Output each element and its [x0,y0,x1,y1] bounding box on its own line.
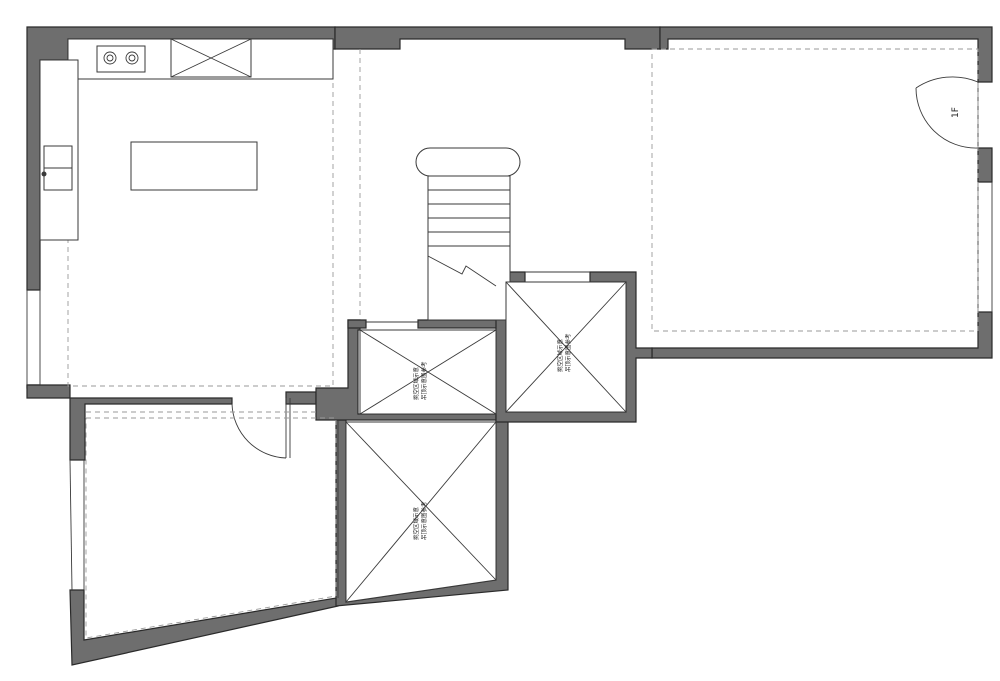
kitchen-outline [67,59,334,387]
void-right-cross-2 [505,281,627,413]
living-outline [651,48,979,332]
stove [96,45,146,73]
void-lower-note-2: 吊顶示意图参考 [420,501,428,540]
lower-left-outline [85,417,337,639]
kitchen-door-swing [231,403,287,459]
burner-2-icon [125,51,139,65]
floor-label: 1F [951,107,961,118]
window-lower-left [69,459,73,591]
void-lower-cross-2 [345,421,497,603]
void-mid-note-2: 吊顶示意图参考 [420,361,428,400]
wall-kitchen-bottom [26,384,233,461]
void-mid-note-1: 挑空区域示意 [412,366,420,400]
stair-run [427,175,511,321]
entrance-door-swing [915,76,979,89]
wall-mid-shaft-top [347,319,367,329]
void-right-note-1: 挑空区域示意 [556,338,564,372]
wall-top-right [659,26,993,83]
entrance-door-swing-2 [915,87,979,149]
fridge-cross-2 [170,38,252,78]
wall-right-lower [651,311,993,359]
void-right-note-2: 吊顶示意图参考 [564,333,572,372]
burner-2-inner-icon [128,54,136,62]
wall-kitchen-bottom-right [285,391,317,405]
wall-mid-shaft-top-right [417,319,499,329]
wall-top-middle [334,26,661,50]
stair-landing [415,147,521,177]
burner-1-inner-icon [106,54,114,62]
burner-1-icon [103,51,117,65]
void-lower-note-1: 挑空区域示意 [412,506,420,540]
kitchen-island [130,141,258,191]
void-lower-cross-1 [345,421,497,581]
wall-mid-shaft [315,319,497,421]
wall-lower-left-outer [69,589,339,666]
stair-break-line [427,255,497,287]
stair-treads [428,189,510,247]
wall-right [977,147,993,183]
void-mid-cross-2 [359,329,497,415]
faucet-icon [41,171,47,177]
